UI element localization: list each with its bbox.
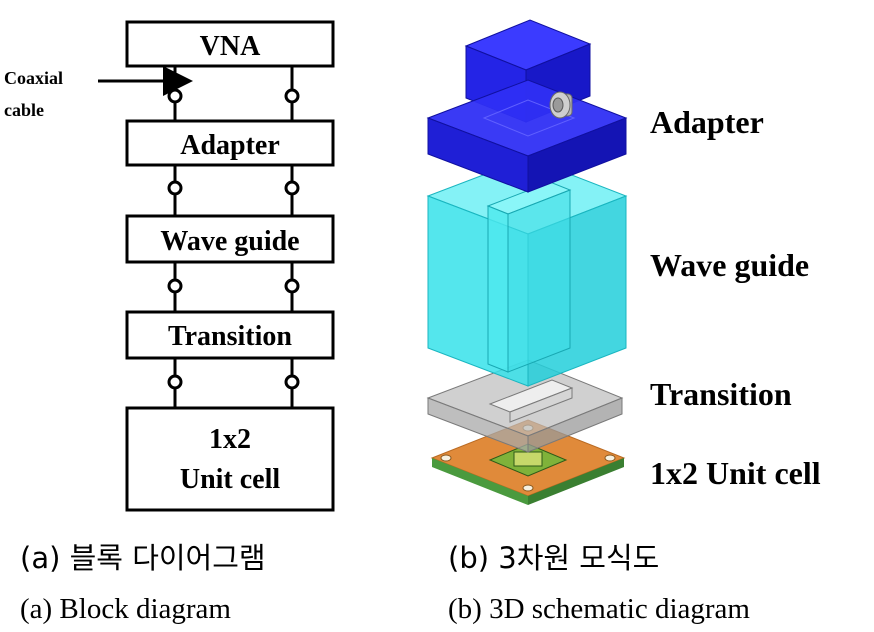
adapter-base-right — [527, 117, 627, 193]
waveguide-part — [426, 157, 628, 387]
unitcell-label-line1: 1x2 — [209, 424, 251, 455]
schematic-unitcell-label: 1x2 Unit cell — [650, 455, 821, 491]
waveguide-channel-left — [487, 205, 509, 373]
caption-b-english: (b) 3D schematic diagram — [448, 593, 750, 625]
transition-slot-wall — [509, 387, 573, 423]
port-circle — [167, 180, 183, 196]
adapter-part — [426, 19, 628, 193]
transition-label: Transition — [168, 321, 292, 352]
vna-label: VNA — [200, 31, 261, 62]
pcb-right-edge — [528, 458, 624, 505]
adapter-cavity — [482, 99, 576, 137]
schematic-transition-label: Transition — [650, 376, 792, 412]
coaxial-label-line2: cable — [4, 100, 44, 120]
port-circle — [284, 278, 300, 294]
port-circle — [284, 88, 300, 104]
transition-block — [125, 310, 335, 360]
vna-block — [125, 20, 335, 68]
adapter-block — [125, 119, 335, 167]
caption-b-korean: (b) 3차원 모식도 — [448, 541, 659, 575]
connector-icon — [549, 91, 573, 119]
port-circles — [167, 88, 300, 390]
port-circle — [167, 374, 183, 390]
mount-hole — [440, 454, 452, 462]
schematic-3d: Adapter Wave guide Transition 1x2 Unit c… — [426, 19, 821, 505]
port-circle — [167, 278, 183, 294]
port-circle — [284, 374, 300, 390]
schematic-waveguide-label: Wave guide — [650, 247, 809, 283]
port-circle — [167, 88, 183, 104]
pcb-left-edge — [432, 458, 528, 505]
port-circle — [284, 180, 300, 196]
unitcell-block — [125, 406, 335, 512]
waveguide-channel-right — [507, 189, 571, 373]
block-diagram: VNA Adapter Wave guide Transition 1x2 Un… — [4, 20, 335, 512]
coaxial-label-line1: Coaxial — [4, 68, 63, 88]
connector-pin — [552, 97, 564, 113]
mount-hole — [522, 484, 534, 492]
patch-element — [513, 451, 543, 467]
transition-right — [527, 397, 623, 453]
transition-part — [426, 359, 624, 453]
waveguide-label: Wave guide — [160, 226, 299, 257]
caption-a-korean: (a) 블록 다이어그램 — [20, 541, 266, 575]
adapter-label: Adapter — [180, 130, 280, 161]
mount-hole — [604, 454, 616, 462]
schematic-adapter-label: Adapter — [650, 104, 764, 140]
unitcell-label-line2: Unit cell — [180, 464, 281, 495]
captions: (a) 블록 다이어그램 (a) Block diagram (b) 3차원 모… — [20, 541, 750, 625]
waveguide-block — [125, 214, 335, 264]
caption-a-english: (a) Block diagram — [20, 593, 231, 625]
